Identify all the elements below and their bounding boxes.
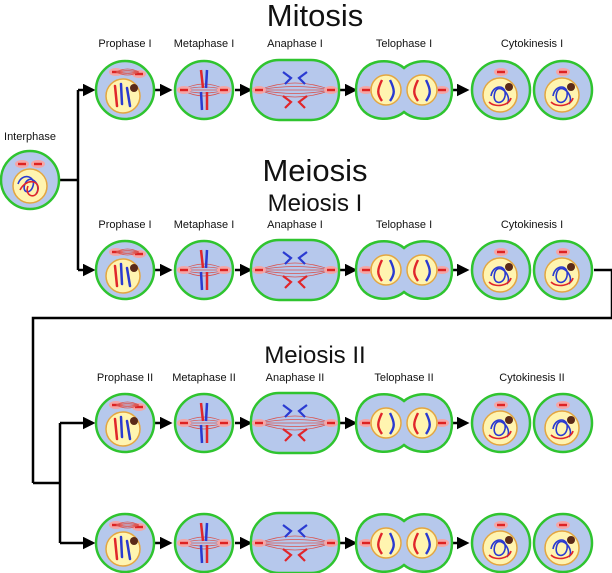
row1-telophase-cell — [354, 60, 454, 120]
label-row3-cytokinesis: Cytokinesis II — [499, 372, 565, 384]
label-row2-prophase: Prophase I — [98, 219, 152, 231]
row1-metaphase-cell — [173, 59, 235, 121]
label-row3-prophase: Prophase II — [96, 372, 154, 384]
row4-telophase-cell — [354, 513, 454, 573]
row3-daughter-cell-2 — [532, 392, 594, 454]
label-row1-telophase: Telophase I — [375, 38, 433, 50]
row2-prophase-cell — [94, 239, 156, 301]
row3-daughter-cell-1 — [470, 392, 532, 454]
meiosis-1-title: Meiosis I — [267, 190, 363, 217]
label-row2-metaphase: Metaphase I — [173, 219, 235, 231]
row2-anaphase-cell — [249, 238, 341, 302]
label-interphase: Interphase — [4, 131, 56, 143]
mitosis-title: Mitosis — [266, 0, 364, 33]
label-row3-metaphase: Metaphase II — [172, 372, 236, 384]
row1-daughter-cell-2 — [532, 59, 594, 121]
row1-daughter-cell-1 — [470, 59, 532, 121]
label-row2-telophase: Telophase I — [375, 219, 433, 231]
label-row3-telophase: Telophase II — [374, 372, 434, 384]
row3-metaphase-cell — [173, 392, 235, 454]
label-row1-metaphase: Metaphase I — [173, 38, 235, 50]
label-row1-anaphase: Anaphase I — [267, 38, 323, 50]
meiosis-2-title: Meiosis II — [264, 342, 366, 369]
row4-prophase-cell — [94, 512, 156, 573]
label-row3-anaphase: Anaphase II — [265, 372, 325, 384]
row3-prophase-cell — [94, 392, 156, 454]
row1-anaphase-cell — [249, 58, 341, 122]
row4-daughter-cell-2 — [532, 512, 594, 573]
row2-telophase-cell — [354, 240, 454, 300]
meiosis-title: Meiosis — [262, 153, 368, 188]
interphase-cell — [0, 149, 61, 211]
connector-arrows — [31, 83, 612, 550]
label-row1-cytokinesis: Cytokinesis I — [500, 38, 564, 50]
row4-anaphase-cell — [249, 511, 341, 573]
label-row2-anaphase: Anaphase I — [267, 219, 323, 231]
row2-metaphase-cell — [173, 239, 235, 301]
row3-telophase-cell — [354, 393, 454, 453]
label-row1-prophase: Prophase I — [98, 38, 152, 50]
row2-daughter-cell-1 — [470, 239, 532, 301]
row1-prophase-cell — [94, 59, 156, 121]
row3-anaphase-cell — [249, 391, 341, 455]
row4-daughter-cell-1 — [470, 512, 532, 573]
row4-metaphase-cell — [173, 512, 235, 573]
row2-daughter-cell-2 — [532, 239, 594, 301]
label-row2-cytokinesis: Cytokinesis I — [500, 219, 564, 231]
